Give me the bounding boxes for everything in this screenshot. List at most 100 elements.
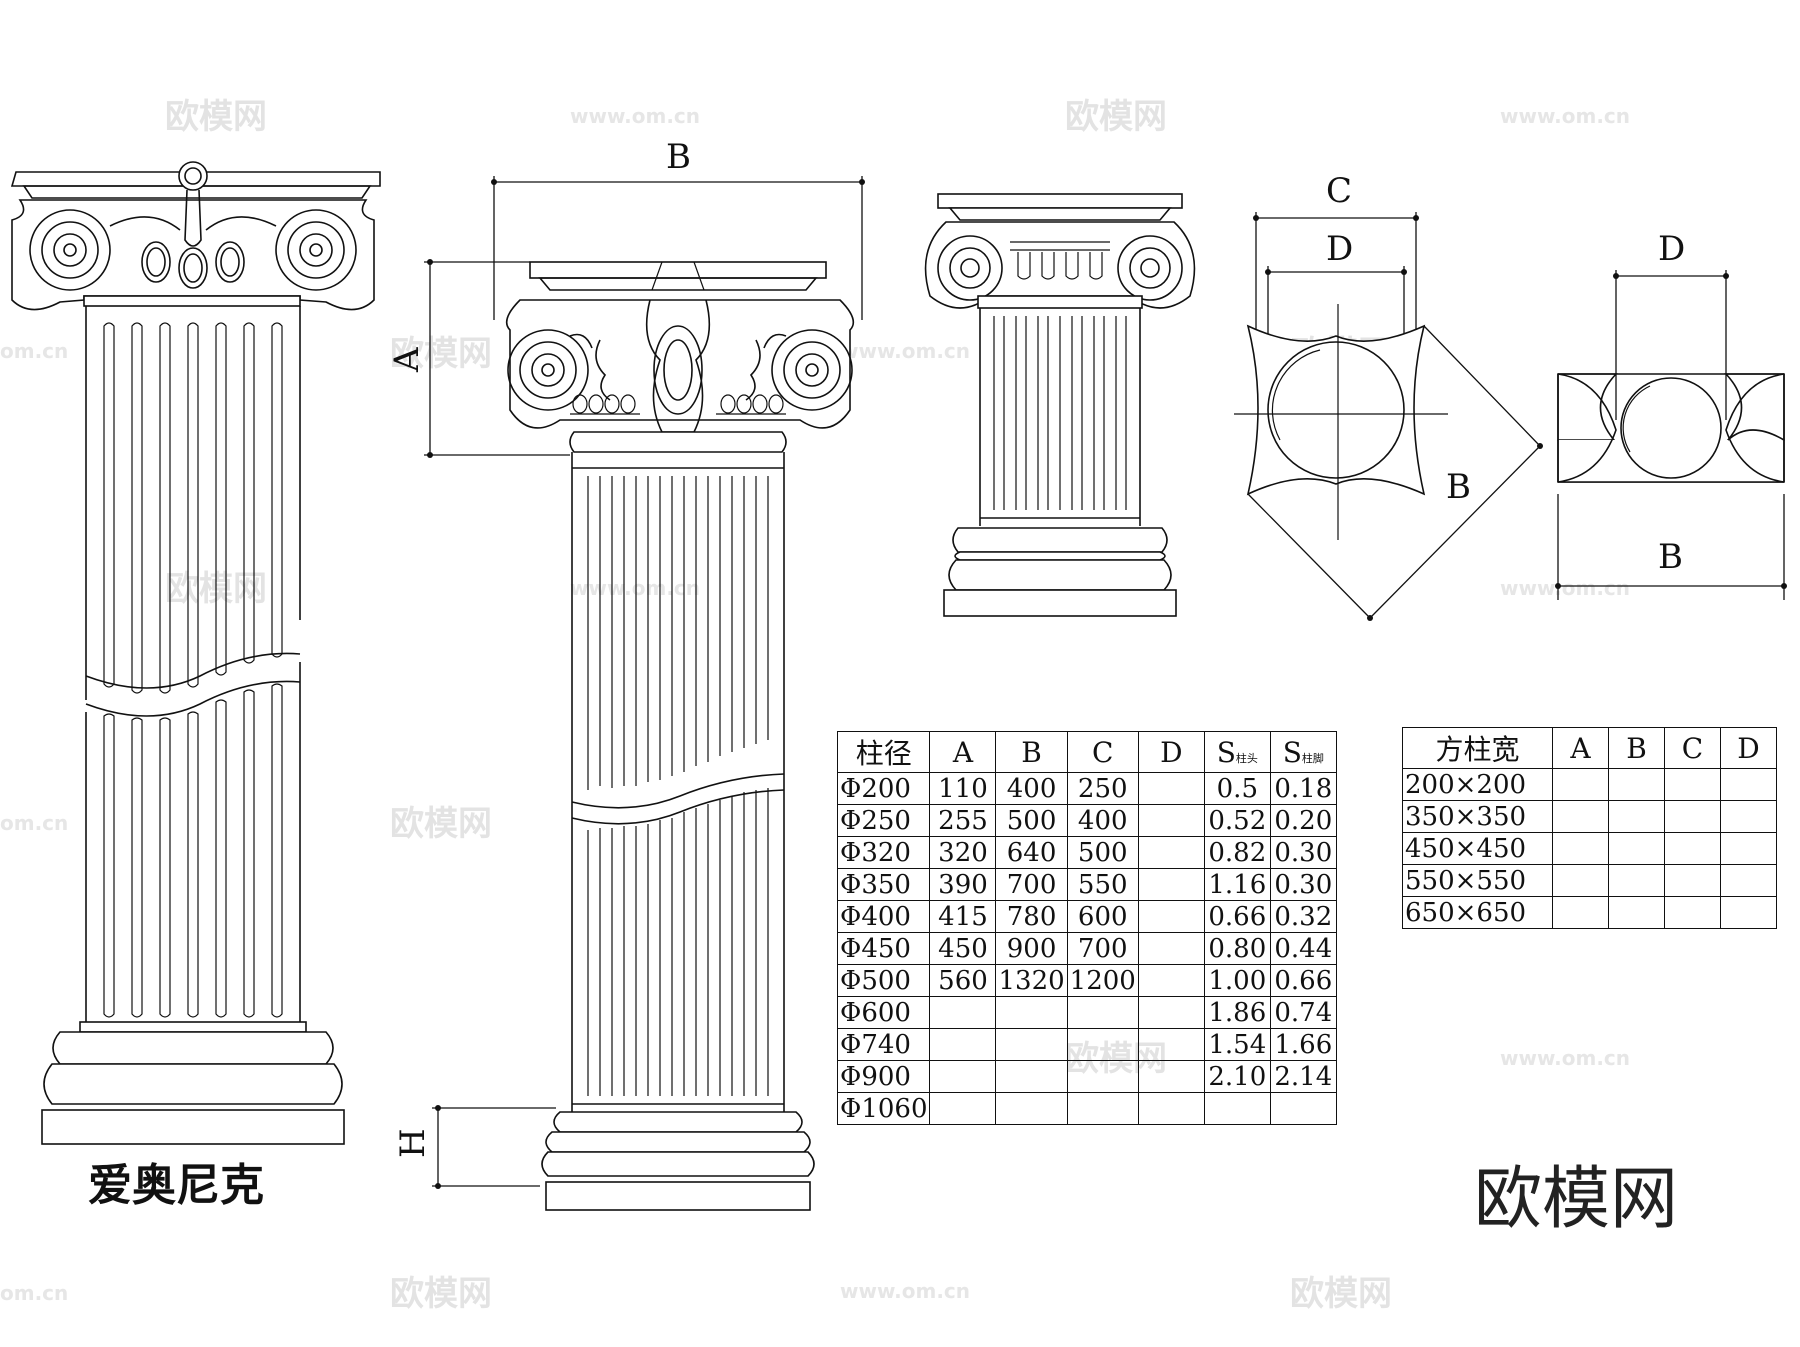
table-cell: Φ500 xyxy=(836,964,931,997)
watermark-text: 欧模网 xyxy=(390,804,492,844)
table-cell: 0.74 xyxy=(1269,996,1337,1029)
table-cell xyxy=(1137,996,1205,1029)
table-cell xyxy=(1137,900,1205,933)
brand-logo: 欧模网 xyxy=(1474,1160,1678,1239)
watermark-text: 欧模网 xyxy=(390,334,492,374)
dim-label-a: A xyxy=(387,347,427,373)
table-cell xyxy=(1137,836,1205,869)
header-a: A xyxy=(1552,727,1609,769)
table-row: Φ1060 xyxy=(836,1092,1337,1125)
table-cell xyxy=(1720,768,1777,801)
table-cell xyxy=(995,1028,1068,1061)
table-cell: 1.66 xyxy=(1269,1028,1337,1061)
table-cell xyxy=(1664,864,1721,897)
table-cell: 0.66 xyxy=(1269,964,1337,997)
table-cell xyxy=(929,1092,997,1125)
table-cell: 780 xyxy=(995,900,1068,933)
dim-label-b: B xyxy=(666,137,691,177)
table-cell: 400 xyxy=(1066,804,1139,837)
table-cell: Φ740 xyxy=(836,1028,931,1061)
table-cell: 600 xyxy=(1066,900,1139,933)
table-cell: 0.32 xyxy=(1269,900,1337,933)
column-elevation-short xyxy=(924,193,1196,617)
watermark-url: www.om.cn xyxy=(1500,1046,1630,1070)
table-cell xyxy=(1066,1028,1139,1061)
table-cell xyxy=(1066,996,1139,1029)
table-cell: 700 xyxy=(995,868,1068,901)
table-cell xyxy=(1552,864,1609,897)
watermark-url: www.om.cn xyxy=(570,104,700,128)
table-cell xyxy=(995,996,1068,1029)
table-cell xyxy=(1664,800,1721,833)
table-cell: 2.10 xyxy=(1203,1060,1271,1093)
table-header-row: 柱径 A B C D S柱头 S柱脚 xyxy=(836,731,1337,773)
watermark-url: www.om.cn xyxy=(570,576,700,600)
table-cell xyxy=(1552,800,1609,833)
table-cell: 0.82 xyxy=(1203,836,1271,869)
table-cell: Φ320 xyxy=(836,836,931,869)
table-cell xyxy=(1664,768,1721,801)
header-d: D xyxy=(1137,731,1205,773)
table-cell: Φ350 xyxy=(836,868,931,901)
table-cell: 900 xyxy=(995,932,1068,965)
table-cell: 1.54 xyxy=(1203,1028,1271,1061)
table-cell: 0.30 xyxy=(1269,868,1337,901)
watermark-url: om.cn xyxy=(0,1281,68,1305)
table-cell xyxy=(929,996,997,1029)
table-cell: 1320 xyxy=(995,964,1068,997)
dim-label-d: D xyxy=(1326,229,1353,269)
table-cell xyxy=(1664,832,1721,865)
header-a: A xyxy=(929,731,997,773)
table-cell: 0.18 xyxy=(1269,772,1337,805)
table-cell: 200×200 xyxy=(1402,768,1553,801)
table-cell xyxy=(1269,1092,1337,1125)
dim-label-h: H xyxy=(393,1128,433,1158)
table-cell: 2.14 xyxy=(1269,1060,1337,1093)
table-cell: 1.16 xyxy=(1203,868,1271,901)
table-cell: 500 xyxy=(1066,836,1139,869)
table-cell: 255 xyxy=(929,804,997,837)
table-cell: 390 xyxy=(929,868,997,901)
watermark-url: www.om.cn xyxy=(1500,576,1630,600)
table-cell xyxy=(1137,772,1205,805)
table-cell: Φ200 xyxy=(836,772,931,805)
table-cell xyxy=(1552,832,1609,865)
table-cell: 1.00 xyxy=(1203,964,1271,997)
table-cell: 110 xyxy=(929,772,997,805)
table-cell: 450 xyxy=(929,932,997,965)
table-cell xyxy=(1137,1060,1205,1093)
table-cell xyxy=(1552,768,1609,801)
table-cell xyxy=(1137,1092,1205,1125)
watermark-url: www.om.cn xyxy=(1500,104,1630,128)
watermark-text: 欧模网 xyxy=(165,97,267,137)
table-cell xyxy=(995,1060,1068,1093)
table-cell xyxy=(1137,964,1205,997)
table-cell xyxy=(1066,1060,1139,1093)
table-cell: 1200 xyxy=(1066,964,1139,997)
column-elevation-middle: B A xyxy=(387,137,865,1211)
table-cell: 550 xyxy=(1066,868,1139,901)
plan-view-diamond: C D B xyxy=(1234,171,1543,621)
table-cell xyxy=(1137,868,1205,901)
table-cell xyxy=(1720,832,1777,865)
table-cell: 350×350 xyxy=(1402,800,1553,833)
dim-label-b-plan: B xyxy=(1446,467,1471,507)
table-cell: 550×550 xyxy=(1402,864,1553,897)
drawing-title: 爱奥尼克 xyxy=(88,1160,264,1211)
table-cell: 0.66 xyxy=(1203,900,1271,933)
watermark-text: 欧模网 xyxy=(390,1274,492,1314)
watermark-url: om.cn xyxy=(0,811,68,835)
table-cell: 1.86 xyxy=(1203,996,1271,1029)
table-cell: 450×450 xyxy=(1402,832,1553,865)
table-cell xyxy=(1720,896,1777,929)
